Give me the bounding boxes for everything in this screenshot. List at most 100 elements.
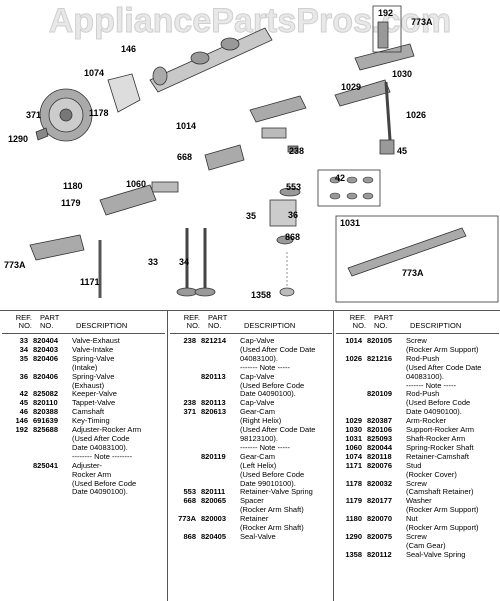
part-description: Valve-Intake [72,344,114,354]
rocker-shaft-part [347,227,467,277]
camshaft-part [149,27,273,93]
ref-number: 1179 [345,496,362,506]
part-description: Cap-Valve (Used After Code Date 04083100… [240,336,316,372]
part-number: 820113 [201,398,226,408]
table-row: 1029 820387 Arm-Rocker [334,416,500,426]
ref-number: 146 [15,416,28,426]
part-number: 820111 [201,487,226,497]
spring-part [261,127,287,139]
part-description: Support-Rocker Arm [406,425,474,435]
part-number: 820105 [367,336,393,345]
ref-number: 1060 [345,442,362,452]
part-description: Tappet-Valve [72,398,116,408]
callout-773a-left: 773A [4,260,26,270]
part-description: Cap-Valve [240,398,275,408]
rocker-support-part [99,184,157,216]
rocker-arm-part [334,79,391,107]
ref-number: 45 [19,398,28,408]
part-number: 820065 [201,496,227,506]
ref-number: 868 [183,531,196,541]
ref-number: 1358 [345,549,362,559]
keeper-box [317,169,381,207]
exploded-parts-diagram: AppliancePartsPros.com [4,2,499,303]
table-row: 1178 820032 Screw (Camshaft Retainer) [334,478,500,498]
part-description: Retainer-Valve Spring [240,487,313,497]
header-ref: REF.NO. [183,313,200,330]
ref-number: 371 [183,407,196,417]
adjuster-box [372,5,402,53]
table-row: 1180 820070 Nut (Rocker Arm Support) [334,514,500,533]
callout-1060: 1060 [126,179,147,189]
ref-number: 1030 [345,425,362,435]
part-number: 820406 [33,371,59,381]
ref-number: 1074 [345,451,362,461]
part-number: 825688 [33,425,59,435]
part-description: Nut (Rocker Arm Support) [406,514,479,533]
part-number: 820076 [367,460,393,470]
part-description: Adjuster- Rocker Arm (Used Before Code D… [72,460,137,497]
callout-146: 146 [121,44,137,54]
callout-1029: 1029 [341,82,362,92]
header-ref: REF.NO. [349,313,366,330]
part-description: Spring-Rocker Shaft [406,442,474,452]
ref-number: 34 [19,344,28,354]
part-description: Cap-Valve (Used Before Code Date 0409010… [240,371,305,399]
retainer-part [279,187,301,197]
part-number: 820075 [367,531,393,541]
spring-part [151,181,179,193]
callout-1026: 1026 [406,110,427,120]
part-description: Arm-Rocker [406,416,447,426]
part-number: 820044 [367,442,393,452]
part-description: Key-Timing [72,416,110,426]
part-description: Washer (Rocker Arm Support) [406,496,479,515]
ref-number: 1178 [345,478,362,488]
callout-371: 371 [26,110,42,120]
table-row: 1060 820044 Spring-Rocker Shaft [334,442,500,453]
ref-number: 1031 [345,433,362,443]
ref-number: 33 [19,336,28,345]
part-number: 825082 [33,389,59,399]
part-number: 820032 [367,478,393,488]
part-description: Screw (Cam Gear) [406,531,446,550]
callout-45: 45 [397,146,408,156]
callout-33: 33 [148,257,159,267]
part-description: Valve-Exhaust [72,336,120,345]
ref-number: 668 [183,496,196,506]
part-number: 820387 [367,416,393,426]
ref-number: 1029 [345,416,362,426]
callout-34: 34 [179,257,190,267]
screw-part [35,127,49,141]
part-description: Rod-Push (Used After Code Date 04083100)… [406,353,482,390]
ref-number: 1180 [345,514,362,524]
part-number: 820070 [367,514,393,524]
part-description: Seal-Valve [240,531,276,541]
table-row: 1179 820177 Washer (Rocker Arm Support) [334,496,500,515]
seal-part [279,287,295,297]
part-description: Screw (Camshaft Retainer) [406,478,474,497]
part-number: 820177 [367,496,393,506]
camshaft-retainer-part [107,73,141,113]
part-description: Spring-Valve (Intake) [72,353,115,372]
cam-lobe [220,37,240,51]
part-description: Rod-Push (Used Before Code Date 04090100… [406,389,471,417]
